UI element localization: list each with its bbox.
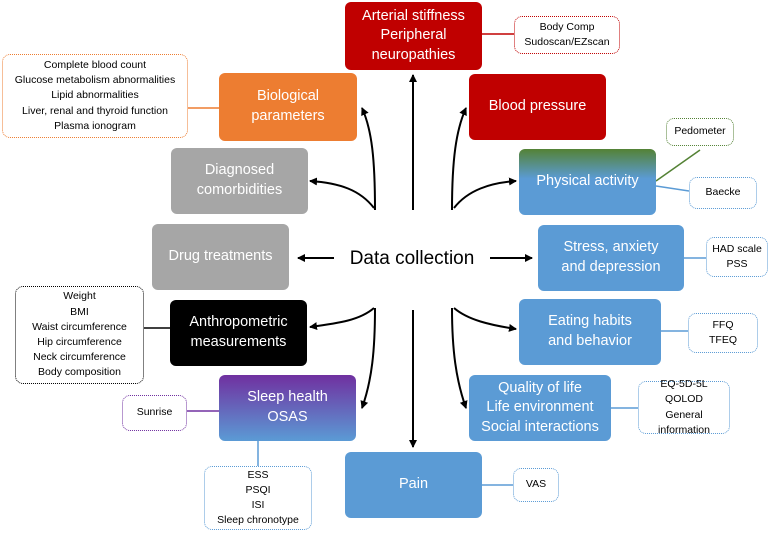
arrow-to-quality bbox=[451, 307, 468, 409]
arrow-to-anthropometric bbox=[309, 307, 375, 331]
node-arterial-stiffness: Arterial stiffness Peripheral neuropathi… bbox=[345, 2, 482, 70]
details-sleep: ESS PSQI ISI Sleep chronotype bbox=[204, 466, 312, 530]
arrow-to-eating bbox=[453, 307, 517, 332]
arrow-to-physical-activity bbox=[453, 177, 517, 209]
details-sunrise: Sunrise bbox=[122, 395, 187, 431]
node-physical-activity: Physical activity bbox=[519, 149, 656, 215]
arrow-to-sleep bbox=[360, 307, 376, 409]
arrow-to-comorbidities bbox=[309, 177, 375, 209]
node-anthropometric-measurements: Anthropometric measurements bbox=[170, 300, 307, 366]
details-quality: EQ-5D-5L QOLOD General information bbox=[638, 378, 730, 436]
arrow-to-biological bbox=[361, 107, 376, 211]
node-drug-treatments: Drug treatments bbox=[152, 224, 289, 290]
arrow-to-blood-pressure bbox=[451, 107, 467, 211]
center-label: Data collection bbox=[349, 248, 475, 269]
details-stress: HAD scale PSS bbox=[706, 237, 768, 277]
node-sleep-health: Sleep health OSAS bbox=[219, 375, 356, 441]
details-biological: Complete blood count Glucose metabolism … bbox=[2, 54, 188, 138]
node-eating-habits: Eating habits and behavior bbox=[519, 299, 661, 365]
details-anthropometric: Weight BMI Waist circumference Hip circu… bbox=[15, 286, 144, 384]
link-physical-baecke bbox=[655, 185, 690, 192]
node-stress-anxiety: Stress, anxiety and depression bbox=[538, 225, 684, 291]
link-physical-pedometer bbox=[655, 149, 701, 182]
details-baecke: Baecke bbox=[689, 177, 757, 209]
details-pedometer: Pedometer bbox=[666, 118, 734, 146]
details-arterial: Body Comp Sudoscan/EZscan bbox=[514, 16, 620, 54]
node-quality-of-life: Quality of life Life environment Social … bbox=[469, 375, 611, 441]
node-pain: Pain bbox=[345, 452, 482, 518]
node-blood-pressure: Blood pressure bbox=[469, 74, 606, 140]
details-pain: VAS bbox=[513, 468, 559, 502]
node-biological-parameters: Biological parameters bbox=[219, 73, 357, 141]
details-eating: FFQ TFEQ bbox=[688, 313, 758, 353]
node-diagnosed-comorbidities: Diagnosed comorbidities bbox=[171, 148, 308, 214]
